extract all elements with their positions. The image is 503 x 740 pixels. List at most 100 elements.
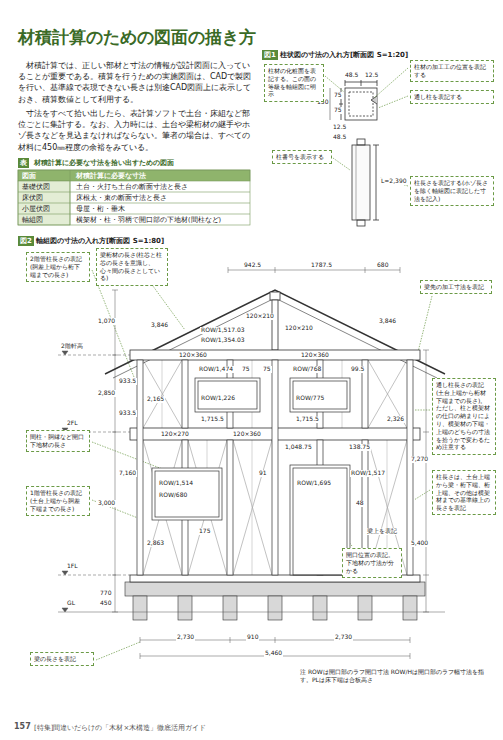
- table-cell: 小屋伏図: [22, 205, 50, 214]
- callout-box: 通し柱長さの表記(土台上端から桁材下端までの長さ)。ただし、柱と横架材の仕口の納…: [432, 378, 496, 455]
- figure-title: 柱状図の寸法の入れ方[断面図 S=1:20]: [280, 50, 408, 60]
- braces: [162, 360, 163, 428]
- dimension: 680: [376, 262, 389, 269]
- leader-lines: [92, 442, 165, 470]
- dimension: 120×270: [160, 431, 190, 438]
- openings: [293, 381, 347, 409]
- columns: [272, 360, 278, 575]
- level-lines: [410, 637, 411, 643]
- leader-lines: [150, 282, 185, 330]
- callout-box: 柱長さを表記する(ホゾ長さを除く軸組図に表記した寸法を記入): [410, 176, 494, 206]
- dimension: 1,715.5: [200, 416, 225, 423]
- leader-lines: [380, 178, 408, 186]
- dimension: 1FL: [66, 563, 79, 570]
- column-section: [330, 88, 331, 120]
- dimension: ROW/775: [295, 395, 325, 402]
- column-section: [377, 80, 378, 86]
- callout-text: 開口位置の表記。下地材の寸法が分かる: [346, 551, 398, 574]
- leader-lines: [96, 642, 140, 660]
- table-grid: [18, 170, 250, 225]
- callout-text: 柱番号を表示する: [276, 153, 328, 161]
- level-lines: [58, 575, 130, 576]
- callout-text: 柱材の加工工の位置を表記する: [414, 63, 490, 79]
- dimension: 梁上を表記: [366, 528, 398, 535]
- dimension: 120×210: [245, 313, 275, 320]
- callout-box: 梁先の加工寸法を表記: [420, 280, 492, 294]
- column-section: [345, 88, 377, 120]
- leader-lines: [325, 76, 344, 92]
- leader-lines: [92, 270, 143, 400]
- level-lines: [140, 653, 141, 659]
- braces: [143, 360, 182, 428]
- column-section: [339, 104, 343, 105]
- column-section: [373, 220, 379, 221]
- table-grid: [18, 214, 250, 215]
- dimension: 1,715.5: [295, 416, 320, 423]
- braces: [143, 360, 407, 575]
- dimension: 2,326: [386, 416, 405, 423]
- dimension: GL: [66, 600, 76, 607]
- level-lines: [365, 267, 366, 273]
- dimension: 1,070: [97, 318, 116, 325]
- page-title: 材積計算のための図面の描き方: [18, 26, 256, 49]
- body-text: 材積計算では、正しい部材と寸法の情報が設計図面に入っていることが重要である。積算…: [18, 60, 254, 105]
- frame: [270, 292, 280, 300]
- foundation: [403, 596, 417, 620]
- foundation: [125, 582, 425, 596]
- level-lines: [115, 290, 116, 612]
- table-grid: [18, 203, 250, 204]
- dimension: L=2,390: [380, 178, 408, 185]
- dimension: 7,270: [410, 456, 429, 463]
- frame: [105, 290, 445, 582]
- level-lines: [112, 575, 118, 576]
- dimension: 2階軒高: [60, 343, 84, 350]
- dimension: 99.5: [350, 366, 365, 373]
- dimension: 12.5: [364, 72, 379, 79]
- table-grid: [18, 192, 250, 193]
- table-header: 図面: [22, 172, 36, 181]
- dimension: 48: [355, 500, 365, 507]
- braces: [252, 440, 253, 575]
- callout-text: 間柱・胴縁など開口下地材の長さ: [30, 433, 86, 449]
- level-lines: [228, 270, 400, 271]
- leader-lines: [414, 490, 430, 500]
- callout-box: 柱長さは、土台上端から梁・桁下端、桁上端、その他は横架材までの基準線上の長さを表…: [432, 470, 496, 515]
- dimension: 120×360: [178, 352, 208, 359]
- level-lines: [423, 432, 429, 433]
- table-grid: [18, 170, 250, 225]
- braces: [233, 440, 272, 575]
- dimension: 75: [241, 366, 251, 373]
- dimension: 1,048.75: [284, 444, 313, 451]
- figure-number: 図2: [18, 236, 34, 246]
- dimension: 75: [333, 107, 343, 114]
- level-lines: [410, 653, 411, 659]
- foundation: [313, 596, 327, 620]
- dimension: ROW/1,354.03: [200, 337, 246, 344]
- dimension: 3,846: [150, 322, 169, 329]
- openings: [293, 468, 347, 575]
- column-section: [345, 80, 346, 86]
- level-lines: [112, 432, 118, 433]
- braces: [143, 360, 182, 428]
- level-lines: [275, 267, 276, 273]
- table-grid: [18, 170, 250, 181]
- level-lines: [423, 575, 429, 576]
- figure-title: 軸組図の寸法の入れ方[断面図 S=1:80]: [36, 236, 164, 246]
- foundation: [125, 582, 425, 620]
- column-section: [352, 145, 370, 220]
- dimension: ROW/680: [158, 492, 188, 499]
- leader-lines: [414, 410, 430, 411]
- note: 注 ROWは開口部のラフ開口寸法 ROW/Hは開口部のラフ幅寸法を指す。PLは床…: [300, 668, 490, 684]
- table-cell: 軸組図: [22, 216, 43, 225]
- dimension: ROW/1,517: [350, 470, 386, 477]
- callout-text: 梁の長さを表記: [34, 655, 90, 663]
- callout-box: 梁の長さを表記: [30, 652, 94, 666]
- dimension: 910: [246, 634, 259, 641]
- table-cell: 基礎伏図: [22, 183, 50, 192]
- leader-lines: [92, 500, 143, 520]
- dimension: 175: [198, 528, 211, 535]
- table-cell: 横架材・柱・羽柄で開口部の下地材(間柱など): [76, 216, 221, 225]
- dimension: ROW/1,695: [296, 480, 332, 487]
- column-section: [357, 220, 365, 226]
- dimension: ROW/768: [292, 366, 322, 373]
